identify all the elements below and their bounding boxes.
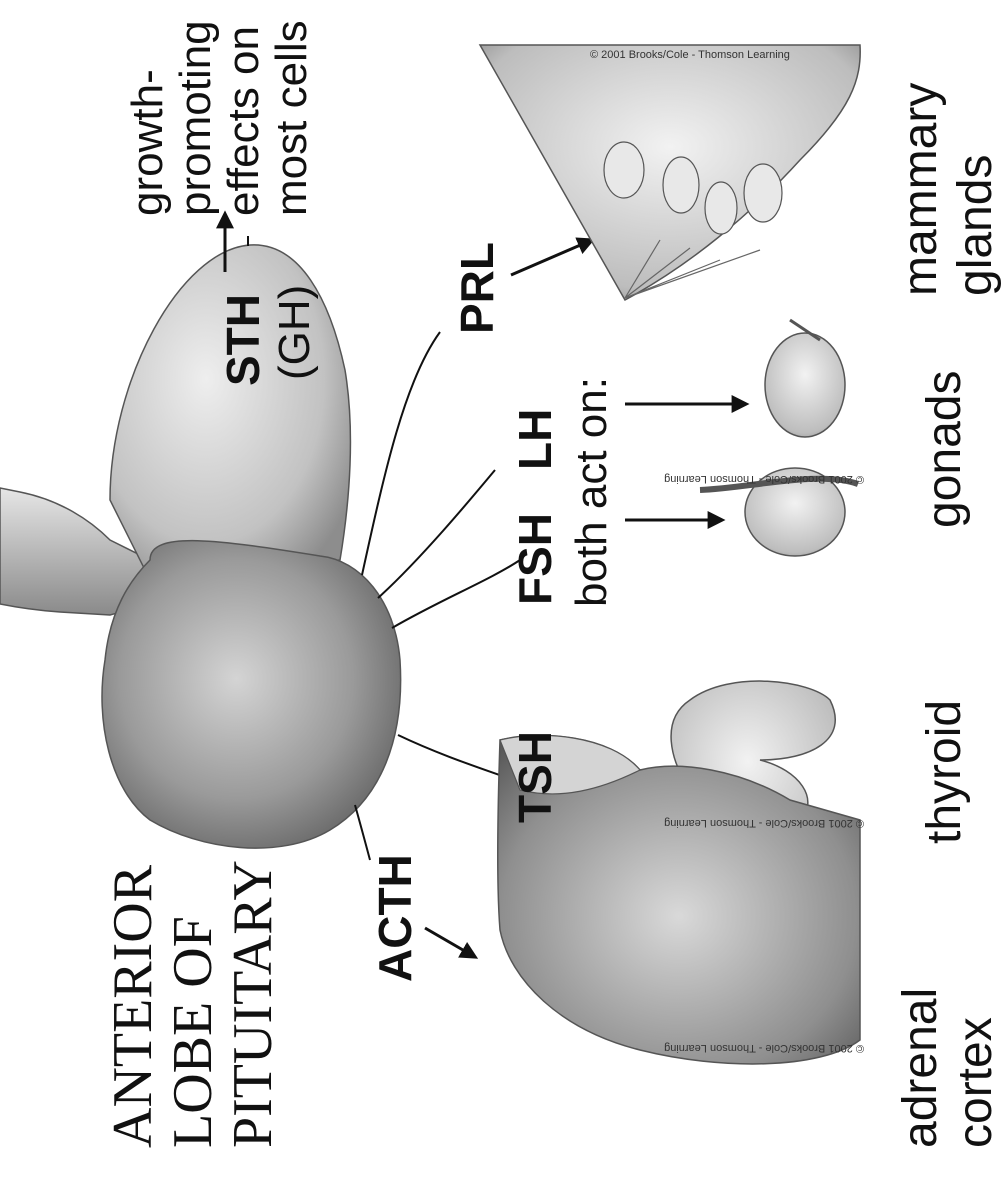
target-thyroid: thyroid: [918, 700, 971, 844]
title-line-1: ANTERIOR: [102, 864, 164, 1148]
tsh-connector: [398, 735, 508, 778]
prl-arrow: [511, 240, 592, 275]
lh-connector: [378, 470, 495, 598]
effects-line-2: promoting: [171, 20, 220, 216]
target-adrenal-line-2: cortex: [949, 1017, 1002, 1148]
pituitary-gland: [0, 245, 401, 848]
ovary-illustration: [765, 320, 845, 437]
title-label: ANTERIOR LOBE OF PITUITARY: [102, 860, 284, 1148]
hormone-fsh: FSH: [509, 513, 561, 605]
hormone-gh: (GH): [270, 285, 319, 380]
title-line-3: PITUITARY: [222, 860, 284, 1148]
effects-line-1: growth-: [123, 69, 172, 216]
growth-effects-label: growth- promoting effects on most cells: [123, 20, 316, 216]
title-line-2: LOBE OF: [162, 916, 224, 1148]
hormone-prl: PRL: [451, 242, 503, 334]
prl-connector: [362, 332, 440, 575]
target-mammary-line-2: glands: [949, 155, 1002, 296]
copyright-adrenal: © 2001 Brooks/Cole - Thomson Learning: [664, 1042, 864, 1054]
hormone-sth: STH: [217, 294, 269, 386]
hormone-tsh: TSH: [509, 731, 561, 823]
acth-connector: [355, 805, 370, 860]
acth-arrow: [425, 928, 475, 957]
hormone-acth: ACTH: [369, 854, 421, 982]
fsh-connector: [392, 560, 520, 628]
hormone-lh: LH: [509, 409, 561, 470]
anterior-lobe: [102, 541, 401, 848]
copyright-thyroid: © 2001 Brooks/Cole - Thomson Learning: [664, 817, 864, 829]
copyright-mammary: © 2001 Brooks/Cole - Thomson Learning: [590, 49, 790, 61]
effects-line-4: most cells: [267, 20, 316, 216]
target-gonads: gonads: [918, 371, 971, 528]
both-act-on-label: both act on:: [567, 377, 616, 607]
target-adrenal-line-1: adrenal: [894, 988, 947, 1148]
effects-line-3: effects on: [219, 26, 268, 216]
target-mammary-line-1: mammary: [894, 83, 947, 296]
copyright-gonads: © 2001 Brooks/Cole - Thomson Learning: [664, 473, 864, 485]
mammary-gland-illustration: [480, 45, 860, 300]
